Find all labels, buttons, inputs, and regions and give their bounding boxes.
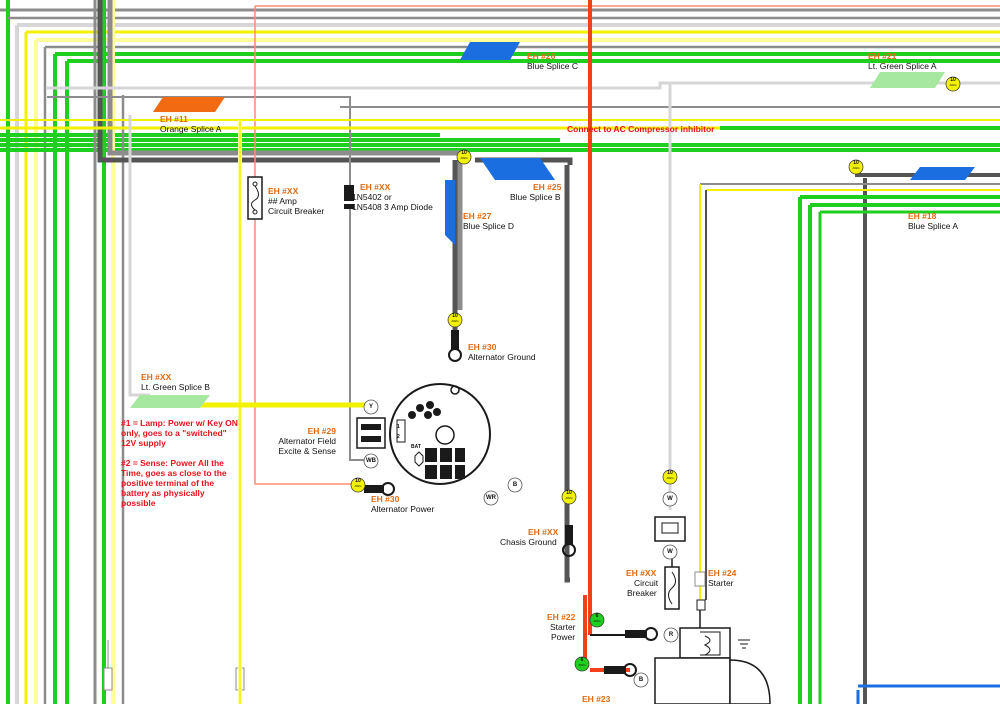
blue-splice-b bbox=[480, 158, 555, 180]
terminal-w1: W bbox=[667, 496, 673, 502]
badge-unit: AWG bbox=[460, 156, 468, 160]
alternator-icon bbox=[389, 383, 491, 485]
label: Alternator Power bbox=[371, 504, 435, 514]
terminal-r: R bbox=[668, 632, 674, 638]
code: EH #30 bbox=[468, 342, 497, 352]
alt-term-2: 2 bbox=[397, 434, 400, 440]
code: EH #XX bbox=[268, 186, 299, 196]
code: EH #XX bbox=[626, 568, 657, 578]
code: EH #XX bbox=[360, 182, 391, 192]
label: Blue Splice B bbox=[510, 192, 561, 202]
badge-unit: AWG bbox=[593, 619, 601, 623]
code: EH #22 bbox=[547, 612, 576, 622]
line1: ## Amp bbox=[268, 196, 297, 206]
note-sense: #2 = Sense: Power All the Time, goes as … bbox=[121, 458, 227, 508]
label: Starter bbox=[708, 578, 734, 588]
terminal-b: B bbox=[512, 482, 518, 488]
vertical-lower-left-wires bbox=[93, 0, 245, 704]
badge-unit: AWG bbox=[949, 83, 957, 87]
blue-splice-d bbox=[445, 180, 455, 245]
diode-icon bbox=[344, 185, 354, 209]
line2: Breaker bbox=[627, 588, 657, 598]
code: EH #XX bbox=[528, 527, 559, 537]
badge-unit: AWG bbox=[354, 484, 362, 488]
ac-compressor-note: Connect to AC Compressor inhibitor bbox=[567, 124, 715, 134]
code: EH #26 bbox=[527, 51, 556, 61]
badge-value: 10 bbox=[950, 77, 956, 83]
line2: Power bbox=[551, 632, 576, 642]
terminal-b2: B bbox=[638, 677, 644, 683]
label: Blue Splice C bbox=[527, 61, 579, 71]
alt-bat-mark: BAT bbox=[411, 444, 421, 450]
right-wire-bundle bbox=[475, 0, 1000, 704]
label: Lt. Green Splice B bbox=[141, 382, 210, 392]
blue-splice-a bbox=[910, 167, 975, 180]
connector-pin-left bbox=[103, 667, 113, 691]
line1: Starter bbox=[550, 622, 576, 632]
alt-term-1: 1 bbox=[397, 424, 400, 430]
code: EH #27 bbox=[463, 211, 492, 221]
lt-green-splice-b bbox=[130, 395, 210, 408]
badge-unit: AWG bbox=[666, 476, 674, 480]
badge-value: 10 bbox=[566, 490, 572, 496]
terminal-wb: WB bbox=[366, 458, 376, 464]
line1: Circuit bbox=[634, 578, 659, 588]
label: Chasis Ground bbox=[500, 537, 557, 547]
badge-value: 10 bbox=[667, 470, 673, 476]
note-lamp: #1 = Lamp: Power w/ Key ON only, goes to… bbox=[121, 418, 238, 448]
blue-splice-c bbox=[460, 42, 520, 60]
label: Blue Splice D bbox=[463, 221, 515, 231]
badge-value: 10 bbox=[355, 478, 361, 484]
code: EH #30 bbox=[371, 494, 400, 504]
lt-green-splice-a bbox=[870, 72, 945, 88]
code: EH #25 bbox=[533, 182, 562, 192]
badge-unit: AWG bbox=[852, 166, 860, 170]
code: EH #11 bbox=[160, 114, 188, 124]
code: EH #18 bbox=[908, 211, 937, 221]
badge-value: 6 bbox=[595, 613, 599, 619]
label: Lt. Green Splice A bbox=[868, 61, 937, 71]
terminal-y: Y bbox=[368, 404, 373, 410]
label: Orange Splice A bbox=[160, 124, 222, 134]
label: Alternator Ground bbox=[468, 352, 536, 362]
circuit-breaker-top bbox=[247, 176, 263, 220]
line1: Alternator Field bbox=[278, 436, 336, 446]
code: EH #21 bbox=[868, 51, 897, 61]
line1: 1N5402 or bbox=[352, 192, 392, 202]
badge-value: 10 bbox=[461, 150, 467, 156]
badge-unit: AWG bbox=[565, 496, 573, 500]
line2: 1N5408 3 Amp Diode bbox=[352, 202, 433, 212]
terminal-wr: WR bbox=[486, 495, 496, 501]
badge-value: 6 bbox=[580, 657, 584, 663]
starter-solenoid-icon bbox=[654, 516, 771, 704]
badge-value: 10 bbox=[452, 313, 458, 319]
code: EH #29 bbox=[307, 426, 336, 436]
terminal-w2: W bbox=[667, 549, 673, 555]
badge-value: 10 bbox=[853, 160, 859, 166]
code: EH #24 bbox=[708, 568, 737, 578]
line2: Excite & Sense bbox=[278, 446, 336, 456]
code: EH #XX bbox=[141, 372, 172, 382]
label: Blue Splice A bbox=[908, 221, 959, 231]
badge-unit: AWG bbox=[578, 663, 586, 667]
orange-splice-a bbox=[153, 97, 225, 112]
code: EH #23 bbox=[582, 694, 611, 704]
line2: Circuit Breaker bbox=[268, 206, 325, 216]
field-connector bbox=[356, 417, 386, 449]
badge-unit: AWG bbox=[451, 319, 459, 323]
